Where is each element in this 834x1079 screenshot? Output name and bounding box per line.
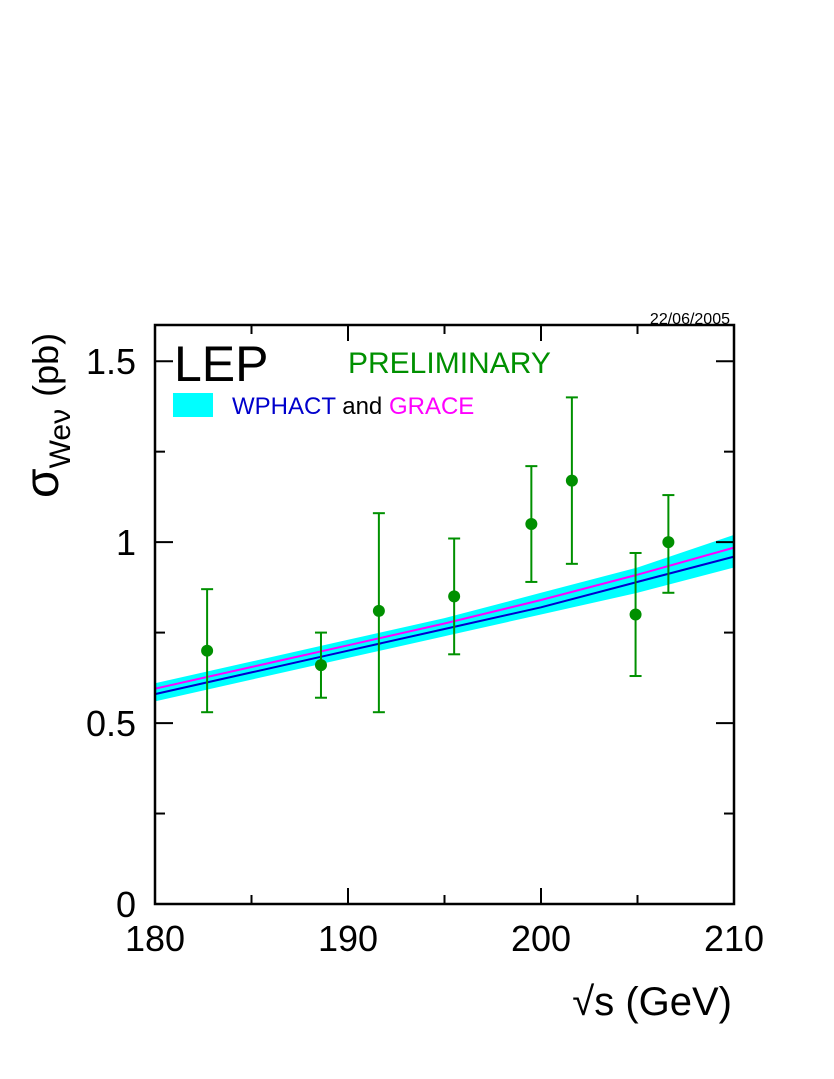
legend-grace: GRACE [389,393,474,420]
y-axis-subscript: Weν [44,409,77,468]
data-point [565,474,578,487]
y-tick-label: 0.5 [86,703,136,744]
data-point [448,590,461,603]
y-tick-label: 0 [116,884,136,925]
data-point [372,604,385,617]
tick-layer [154,325,735,905]
y-axis-unit: (pb) [25,333,66,397]
legend-band-swatch [173,393,213,417]
x-axis-title: √s (GeV) [572,980,732,1024]
point-layer [201,396,675,714]
y-axis-title: σWeν (pb) [16,333,77,498]
legend-and: and [342,393,382,420]
x-tick-label: 210 [704,918,764,959]
experiment-label: LEP [174,336,269,392]
x-tick-label: 180 [125,918,185,959]
wphact-line [154,555,735,696]
line-layer [154,546,735,696]
legend-wphact: WPHACT [232,393,336,420]
grace-line [154,546,735,690]
data-point [314,659,327,672]
x-tick-label: 190 [318,918,378,959]
data-point [525,518,538,531]
y-tick-label: 1 [116,522,136,563]
legend-text: WPHACT and GRACE [232,393,474,420]
data-point [662,536,675,549]
y-axis-symbol: σ [16,468,69,498]
date-label: 22/06/2005 [650,311,730,328]
data-point [629,608,642,621]
y-tick-label: 1.5 [86,341,136,382]
status-label: PRELIMINARY [348,347,551,380]
theory-band [155,534,734,702]
x-tick-label: 200 [511,918,571,959]
data-point [201,644,214,657]
band-layer [155,534,734,702]
